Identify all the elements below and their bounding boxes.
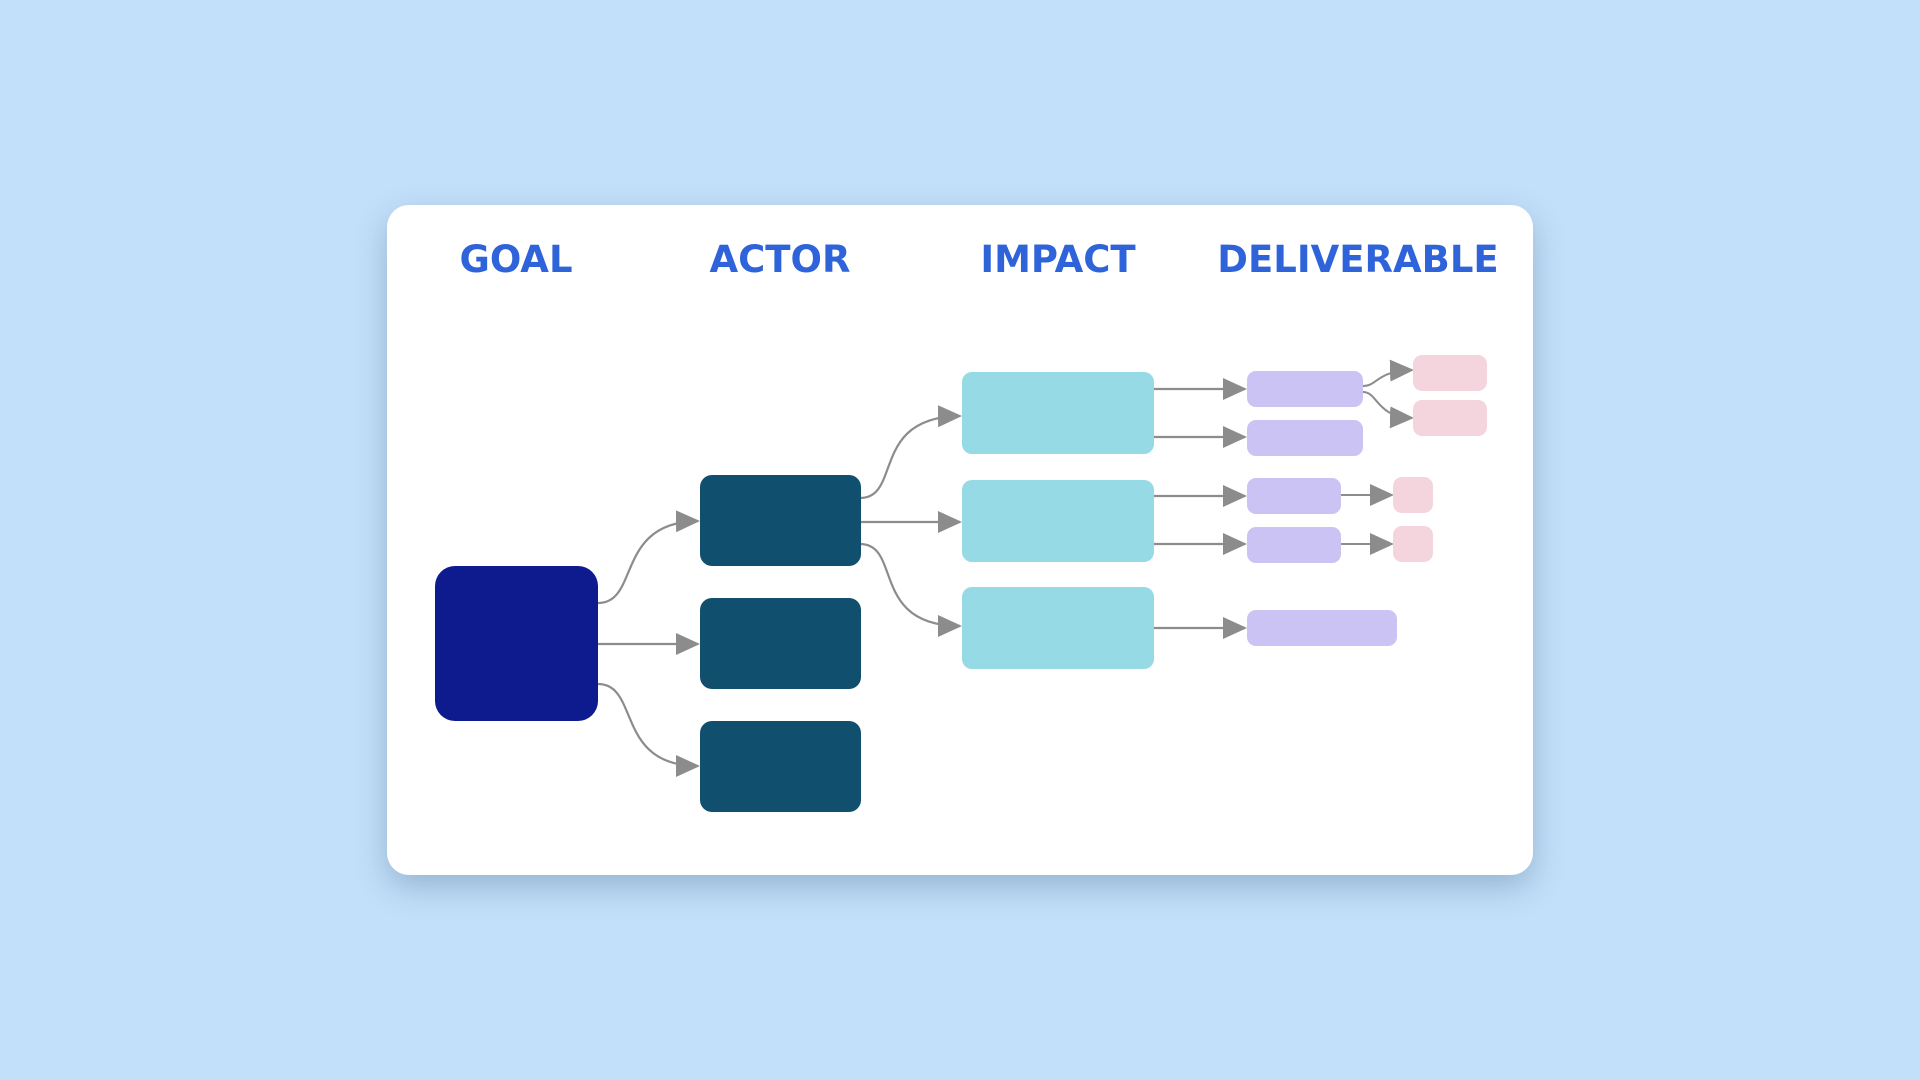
nodes	[435, 355, 1487, 812]
actor-node-2[interactable]	[700, 598, 861, 689]
subdeliverable-node-2[interactable]	[1413, 400, 1487, 436]
connector-goal-actor-3	[597, 682, 700, 777]
diagram-card	[387, 205, 1533, 875]
deliverable-node-5[interactable]	[1247, 610, 1397, 646]
header-goal: GOAL	[459, 238, 573, 281]
deliverable-node-3[interactable]	[1247, 478, 1341, 514]
header-impact: IMPACT	[980, 238, 1136, 281]
connector-deliverable-sub-2	[1362, 391, 1414, 429]
deliverable-node-2[interactable]	[1247, 420, 1363, 456]
actor-node-1[interactable]	[700, 475, 861, 566]
impact-node-1[interactable]	[962, 372, 1154, 454]
deliverable-node-1[interactable]	[1247, 371, 1363, 407]
connector-goal-actor-1	[597, 510, 700, 605]
connector-deliverable-sub-1	[1362, 359, 1414, 387]
subdeliverable-node-1[interactable]	[1413, 355, 1487, 391]
subdeliverable-node-4[interactable]	[1393, 526, 1433, 562]
impact-node-2[interactable]	[962, 480, 1154, 562]
actor-node-3[interactable]	[700, 721, 861, 812]
subdeliverable-node-3[interactable]	[1393, 477, 1433, 513]
deliverable-node-4[interactable]	[1247, 527, 1341, 563]
impact-node-3[interactable]	[962, 587, 1154, 669]
goal-node[interactable]	[435, 566, 598, 721]
header-actor: ACTOR	[709, 238, 851, 281]
connector-actor-impact-3	[859, 542, 962, 637]
connectors	[597, 359, 1414, 777]
header-deliverable: DELIVERABLE	[1217, 238, 1499, 281]
connector-actor-impact-1	[859, 405, 962, 500]
